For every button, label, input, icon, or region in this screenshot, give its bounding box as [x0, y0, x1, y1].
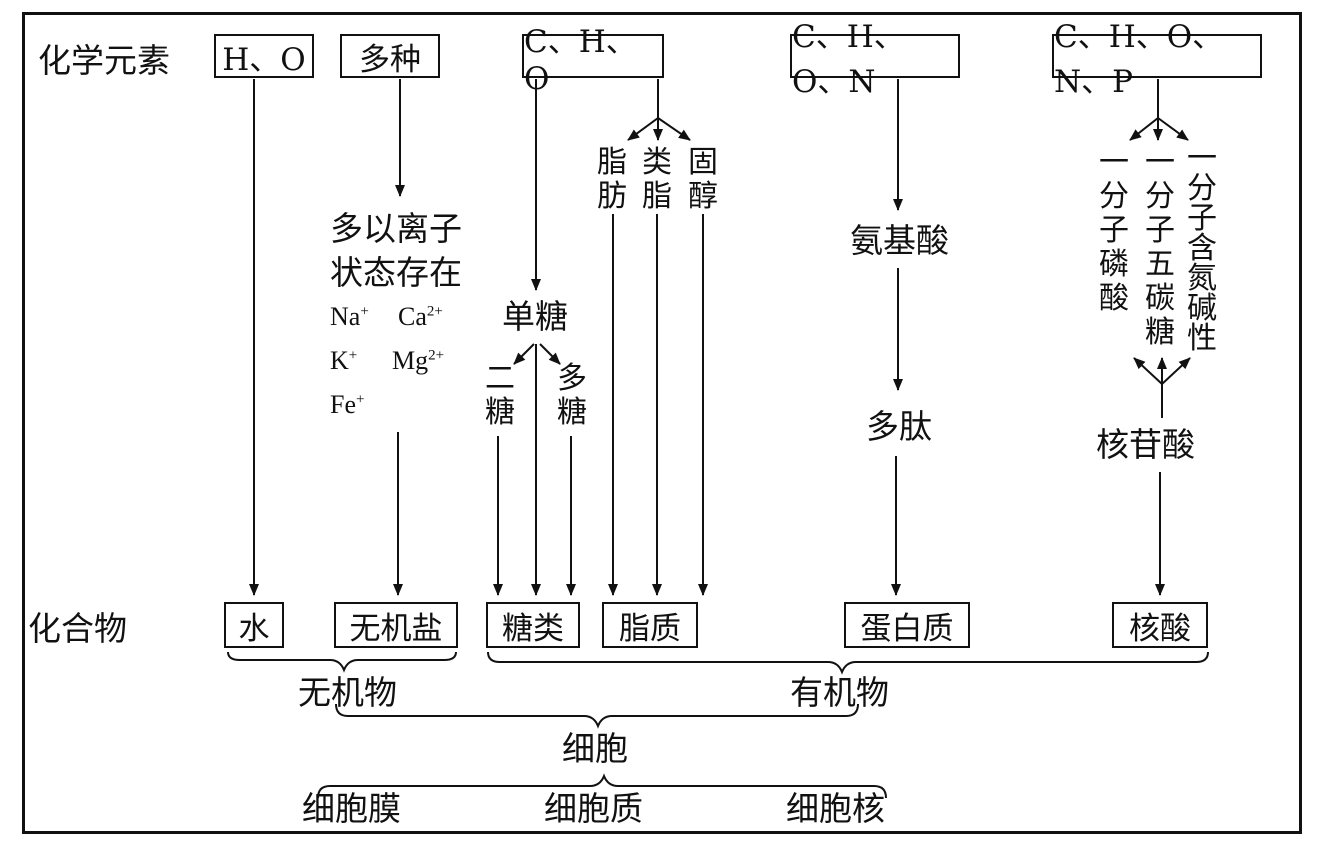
element-box-cho: C、H、O	[522, 24, 664, 97]
arrow-nucleotide-to-base	[1161, 357, 1191, 385]
compound-protein: 蛋白质	[844, 602, 970, 648]
group-inorganic: 无机物	[298, 673, 397, 712]
compound-carbohydrates: 糖类	[486, 602, 580, 648]
diagram-frame	[22, 12, 1302, 834]
cell-part-nucleus: 细胞核	[786, 789, 885, 828]
compound-water: 水	[224, 602, 284, 648]
compound-nucleic-acid: 核酸	[1112, 602, 1208, 648]
label-polypeptide: 多肽	[866, 407, 932, 446]
compound-lipids: 脂质	[602, 602, 698, 648]
compound-inorganic-salt: 无机盐	[334, 602, 458, 648]
label-polysaccharide: 多糖	[557, 361, 587, 430]
element-box-ho: H、O	[214, 34, 314, 78]
label-pentose: 一分子五碳糖	[1145, 145, 1175, 350]
salt-note-line1: 多以离子	[330, 209, 462, 248]
brace-organic	[487, 651, 1209, 675]
ion-k: K+	[330, 346, 358, 375]
arrow-nucleotide-to-phosphate	[1133, 357, 1163, 385]
element-box-chonp: C、H、O、N、P	[1052, 19, 1262, 100]
label-nucleotide: 核苷酸	[1096, 425, 1195, 464]
element-box-multi: 多种	[340, 34, 440, 78]
label-sterol: 固醇	[688, 145, 718, 214]
brace-cell	[335, 703, 859, 729]
salt-note-line2: 状态存在	[330, 253, 462, 292]
arrow-mono-to-di	[513, 343, 535, 365]
group-cell: 细胞	[562, 729, 628, 768]
ion-ca: Ca2+	[398, 302, 443, 331]
cell-part-membrane: 细胞膜	[302, 789, 401, 828]
arrow-cho-to-fat	[627, 117, 659, 141]
ion-na: Na+	[330, 302, 369, 331]
label-phosphate: 一分子磷酸	[1099, 145, 1129, 316]
row-label-elements: 化学元素	[38, 41, 170, 80]
arrow-mono-to-poly	[539, 343, 561, 365]
cell-part-cytoplasm: 细胞质	[544, 789, 643, 828]
label-disaccharide: 二糖	[485, 361, 515, 430]
group-organic: 有机物	[790, 673, 889, 712]
label-fat: 脂肪	[597, 145, 627, 214]
label-amino-acid: 氨基酸	[850, 221, 949, 260]
label-nitrogenous-base: 一分子含氮碱性	[1187, 141, 1217, 356]
ion-mg: Mg2+	[392, 346, 445, 375]
ion-fe: Fe+	[330, 390, 365, 419]
brace-inorganic	[227, 651, 457, 673]
arrow-cho-to-sterol	[657, 117, 691, 141]
label-lipoid: 类脂	[642, 145, 672, 214]
row-label-compounds: 化合物	[28, 609, 127, 648]
element-box-chon: C、H、O、N	[790, 19, 960, 100]
arrow-chonp-to-base	[1157, 117, 1189, 141]
brace-cell-parts	[317, 773, 887, 799]
label-monosaccharide: 单糖	[502, 297, 568, 336]
arrow-chonp-to-phosphate	[1129, 117, 1159, 141]
